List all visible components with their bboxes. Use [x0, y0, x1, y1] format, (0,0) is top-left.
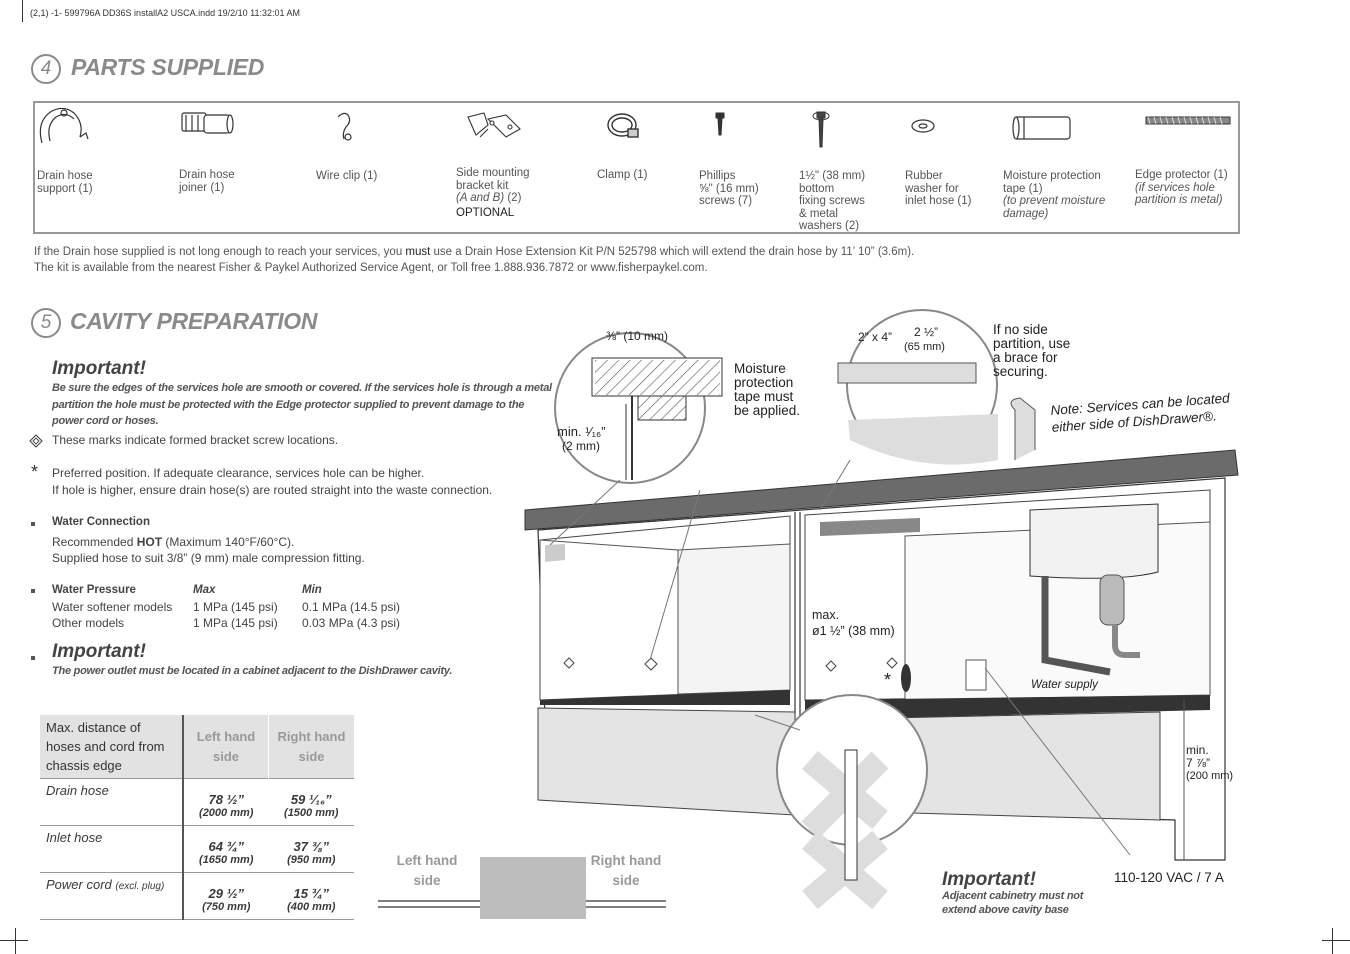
table-row: Inlet hose 64 ¾”(1650 mm) 37 ⅜”(950 mm) — [40, 825, 354, 873]
phillips-screw-icon — [715, 112, 725, 136]
asterisk-icon: * — [31, 462, 39, 482]
drain-hose-joiner-icon — [181, 112, 234, 134]
cavity-diagram — [524, 309, 1239, 910]
brace-size-label: 2” x 4” — [858, 330, 893, 344]
edge-protector-icon — [1145, 116, 1231, 125]
crop-mark — [1332, 928, 1333, 954]
section-title: CAVITY PREPARATION — [70, 308, 318, 334]
wire-clip-icon — [337, 112, 352, 141]
parts-icons — [39, 107, 1231, 148]
file-slug: (2,1) -1- 599796A DD36S installA2 USCA.i… — [30, 8, 300, 18]
bracket-mark-icon — [29, 434, 43, 448]
water-pressure: Water Pressure Max Min Water softener mo… — [52, 584, 401, 630]
important-heading: Important! — [942, 869, 1036, 890]
min-height-label: min.7 ⅞”(200 mm) — [1186, 743, 1234, 783]
part-label-wire-clip: Wire clip (1) — [316, 170, 378, 182]
water-connection: Water Connection Recommended HOT (Maximu… — [52, 516, 365, 565]
min-gap-label: min. ¹⁄₁₆”(2 mm) — [557, 424, 606, 454]
table-row: Drain hose 78 ½”(2000 mm) 59 ¹⁄₁₆”(1500 … — [40, 778, 354, 826]
bullet-icon — [31, 589, 35, 593]
bracket-kit-icon — [467, 112, 521, 138]
brace-dim-label: 2 ½” — [914, 325, 939, 339]
brace-mm-label: (65 mm) — [904, 341, 945, 353]
voltage-label: 110-120 VAC / 7 A — [1114, 870, 1224, 885]
section-number: 5 — [31, 308, 61, 338]
section-number: 4 — [31, 54, 61, 84]
preferred-position-text: Preferred position. If adequate clearanc… — [52, 466, 493, 497]
dim-top-label: ⅜” (10 mm) — [606, 329, 669, 343]
fixing-screw-icon — [812, 111, 830, 148]
important-heading: Important! — [52, 641, 146, 662]
table-row: Power cord (excl. plug) 29 ½”(750 mm) 15… — [40, 872, 354, 920]
extension-kit-note: If the Drain hose supplied is not long e… — [34, 246, 915, 274]
drain-hose-support-icon — [39, 107, 89, 144]
moisture-tape-icon — [1012, 116, 1071, 140]
section-title: PARTS SUPPLIED — [71, 54, 265, 80]
crop-mark — [1322, 940, 1350, 941]
bullet-icon — [31, 656, 35, 660]
important-heading: Important! — [52, 358, 146, 379]
parts-box — [33, 101, 1240, 234]
max-hole-label: max.ø1 ½” (38 mm) — [812, 608, 895, 638]
clamp-icon — [607, 113, 639, 138]
asterisk-icon: * — [884, 670, 892, 690]
part-label-clamp: Clamp (1) — [597, 169, 648, 181]
rubber-washer-icon — [911, 119, 935, 133]
water-supply-label: Water supply — [1031, 679, 1098, 691]
crop-mark — [22, 0, 23, 22]
crop-mark — [0, 940, 28, 941]
bullet-icon — [31, 522, 35, 526]
important-text: Be sure the edges of the services hole a… — [52, 382, 552, 427]
crop-mark — [15, 928, 16, 954]
important-text: The power outlet must be located in a ca… — [52, 665, 453, 677]
marks-text: These marks indicate formed bracket scre… — [52, 433, 339, 447]
side-indicator-diagram — [378, 857, 666, 919]
